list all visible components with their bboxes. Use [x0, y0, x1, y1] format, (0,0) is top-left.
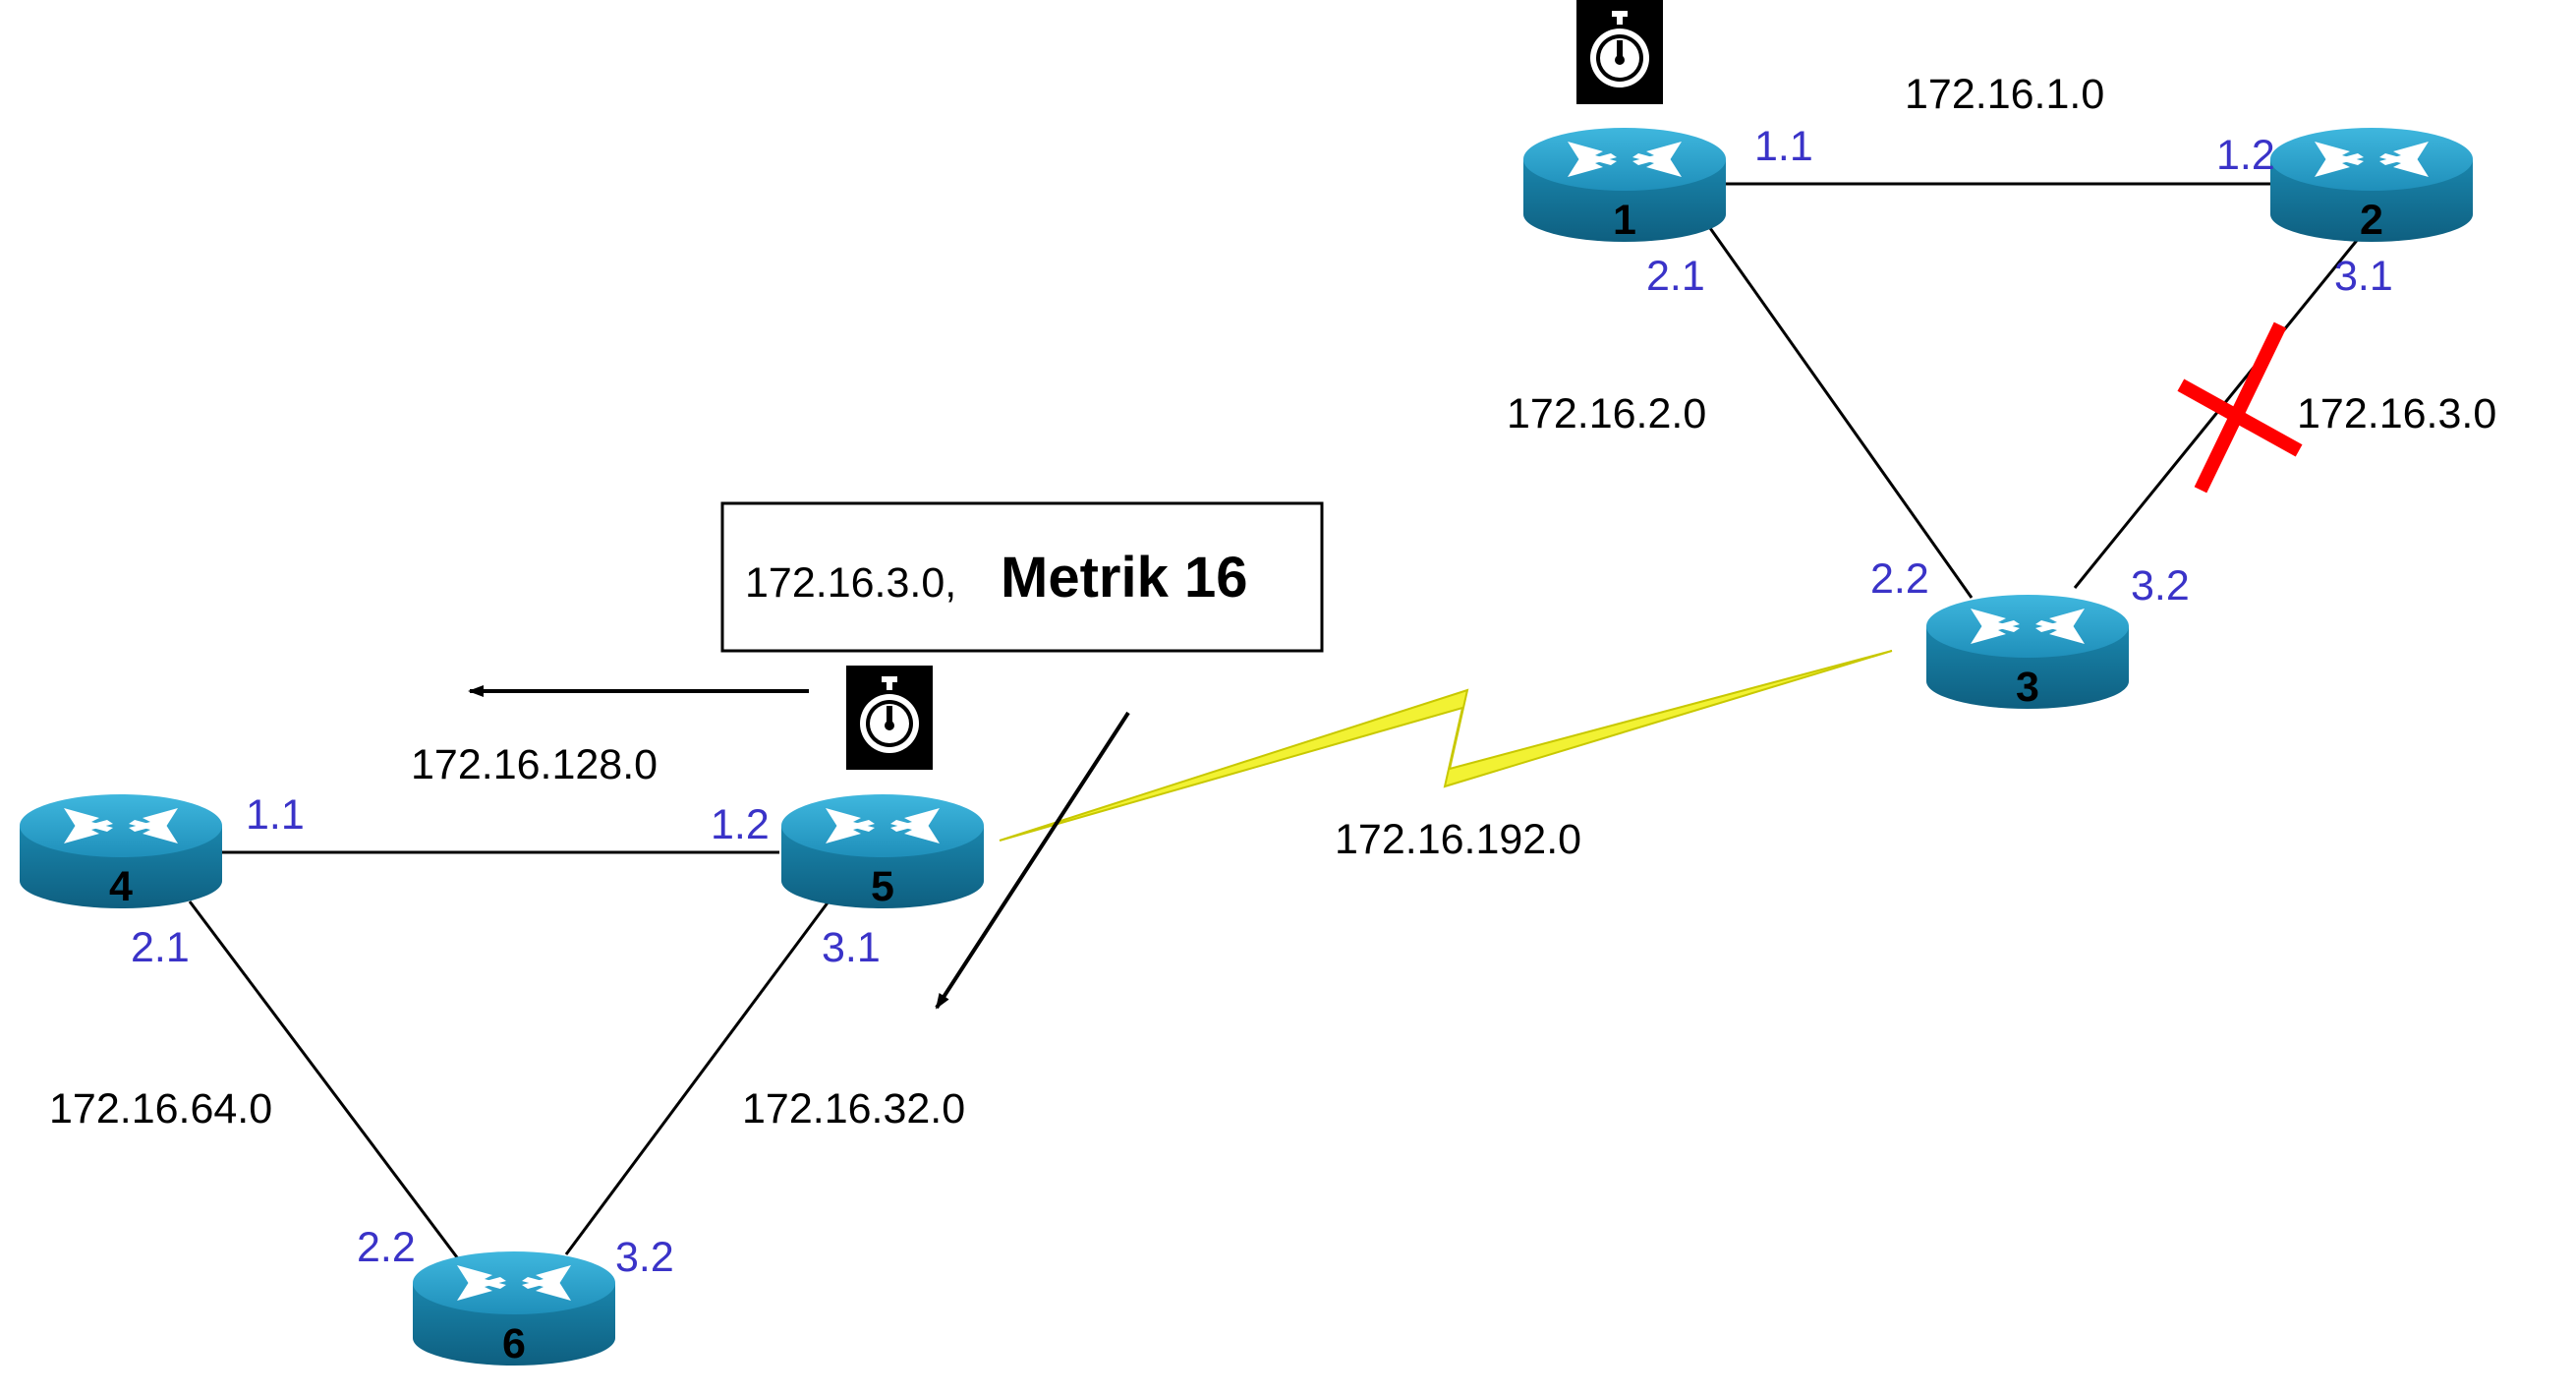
router-4[interactable]: 4: [20, 794, 222, 910]
router-5[interactable]: 5: [781, 794, 984, 910]
interface-label: 2.2: [1870, 555, 1929, 603]
network-label-5-6: 172.16.32.0: [742, 1085, 965, 1133]
interface-label: 3.2: [2131, 562, 2190, 610]
serial-link-lightning: [999, 650, 1893, 842]
stopwatch-icon: [1576, 0, 1663, 104]
interface-label: 1.2: [2216, 132, 2275, 179]
interface-label: 2.1: [131, 924, 190, 971]
router-6[interactable]: 6: [413, 1251, 615, 1367]
link-1-3: [1708, 227, 1974, 599]
router-number: 5: [871, 863, 894, 910]
interface-label: 1.2: [711, 801, 770, 848]
router-number: 1: [1613, 197, 1636, 244]
network-label-2-3: 172.16.3.0: [2297, 390, 2496, 437]
router-number: 6: [502, 1320, 526, 1367]
network-label-1-3: 172.16.2.0: [1507, 390, 1706, 437]
update-arrow-down: [935, 711, 1130, 1010]
interface-label: 2.2: [357, 1224, 416, 1271]
router-number: 2: [2360, 197, 2383, 244]
interface-label: 1.1: [1754, 123, 1813, 170]
link-5-6: [564, 901, 830, 1255]
link-4-6: [188, 901, 462, 1262]
interface-label: 3.2: [615, 1234, 674, 1281]
stopwatch-icon: [846, 666, 933, 770]
update-message-box: 172.16.3.0, Metrik 16: [720, 501, 1324, 653]
router-number: 4: [109, 863, 133, 910]
network-label-1-2: 172.16.1.0: [1905, 71, 2104, 118]
interface-label: 2.1: [1646, 253, 1705, 300]
network-label-4-5: 172.16.128.0: [411, 741, 658, 788]
interface-label: 1.1: [246, 791, 305, 839]
link-2-3: [2073, 237, 2361, 589]
network-label-4-6: 172.16.64.0: [49, 1085, 272, 1133]
network-label-3-5: 172.16.192.0: [1335, 816, 1581, 863]
red-x-icon: [2177, 321, 2303, 494]
interface-label: 3.1: [2334, 253, 2393, 300]
router-2[interactable]: 2: [2270, 128, 2473, 244]
message-metric: Metrik 16: [1001, 546, 1247, 610]
router-3[interactable]: 3: [1926, 595, 2129, 711]
message-network: 172.16.3.0,: [745, 559, 956, 607]
router-1[interactable]: 1: [1523, 128, 1726, 244]
router-number: 3: [2016, 664, 2039, 711]
interface-label: 3.1: [822, 924, 881, 971]
